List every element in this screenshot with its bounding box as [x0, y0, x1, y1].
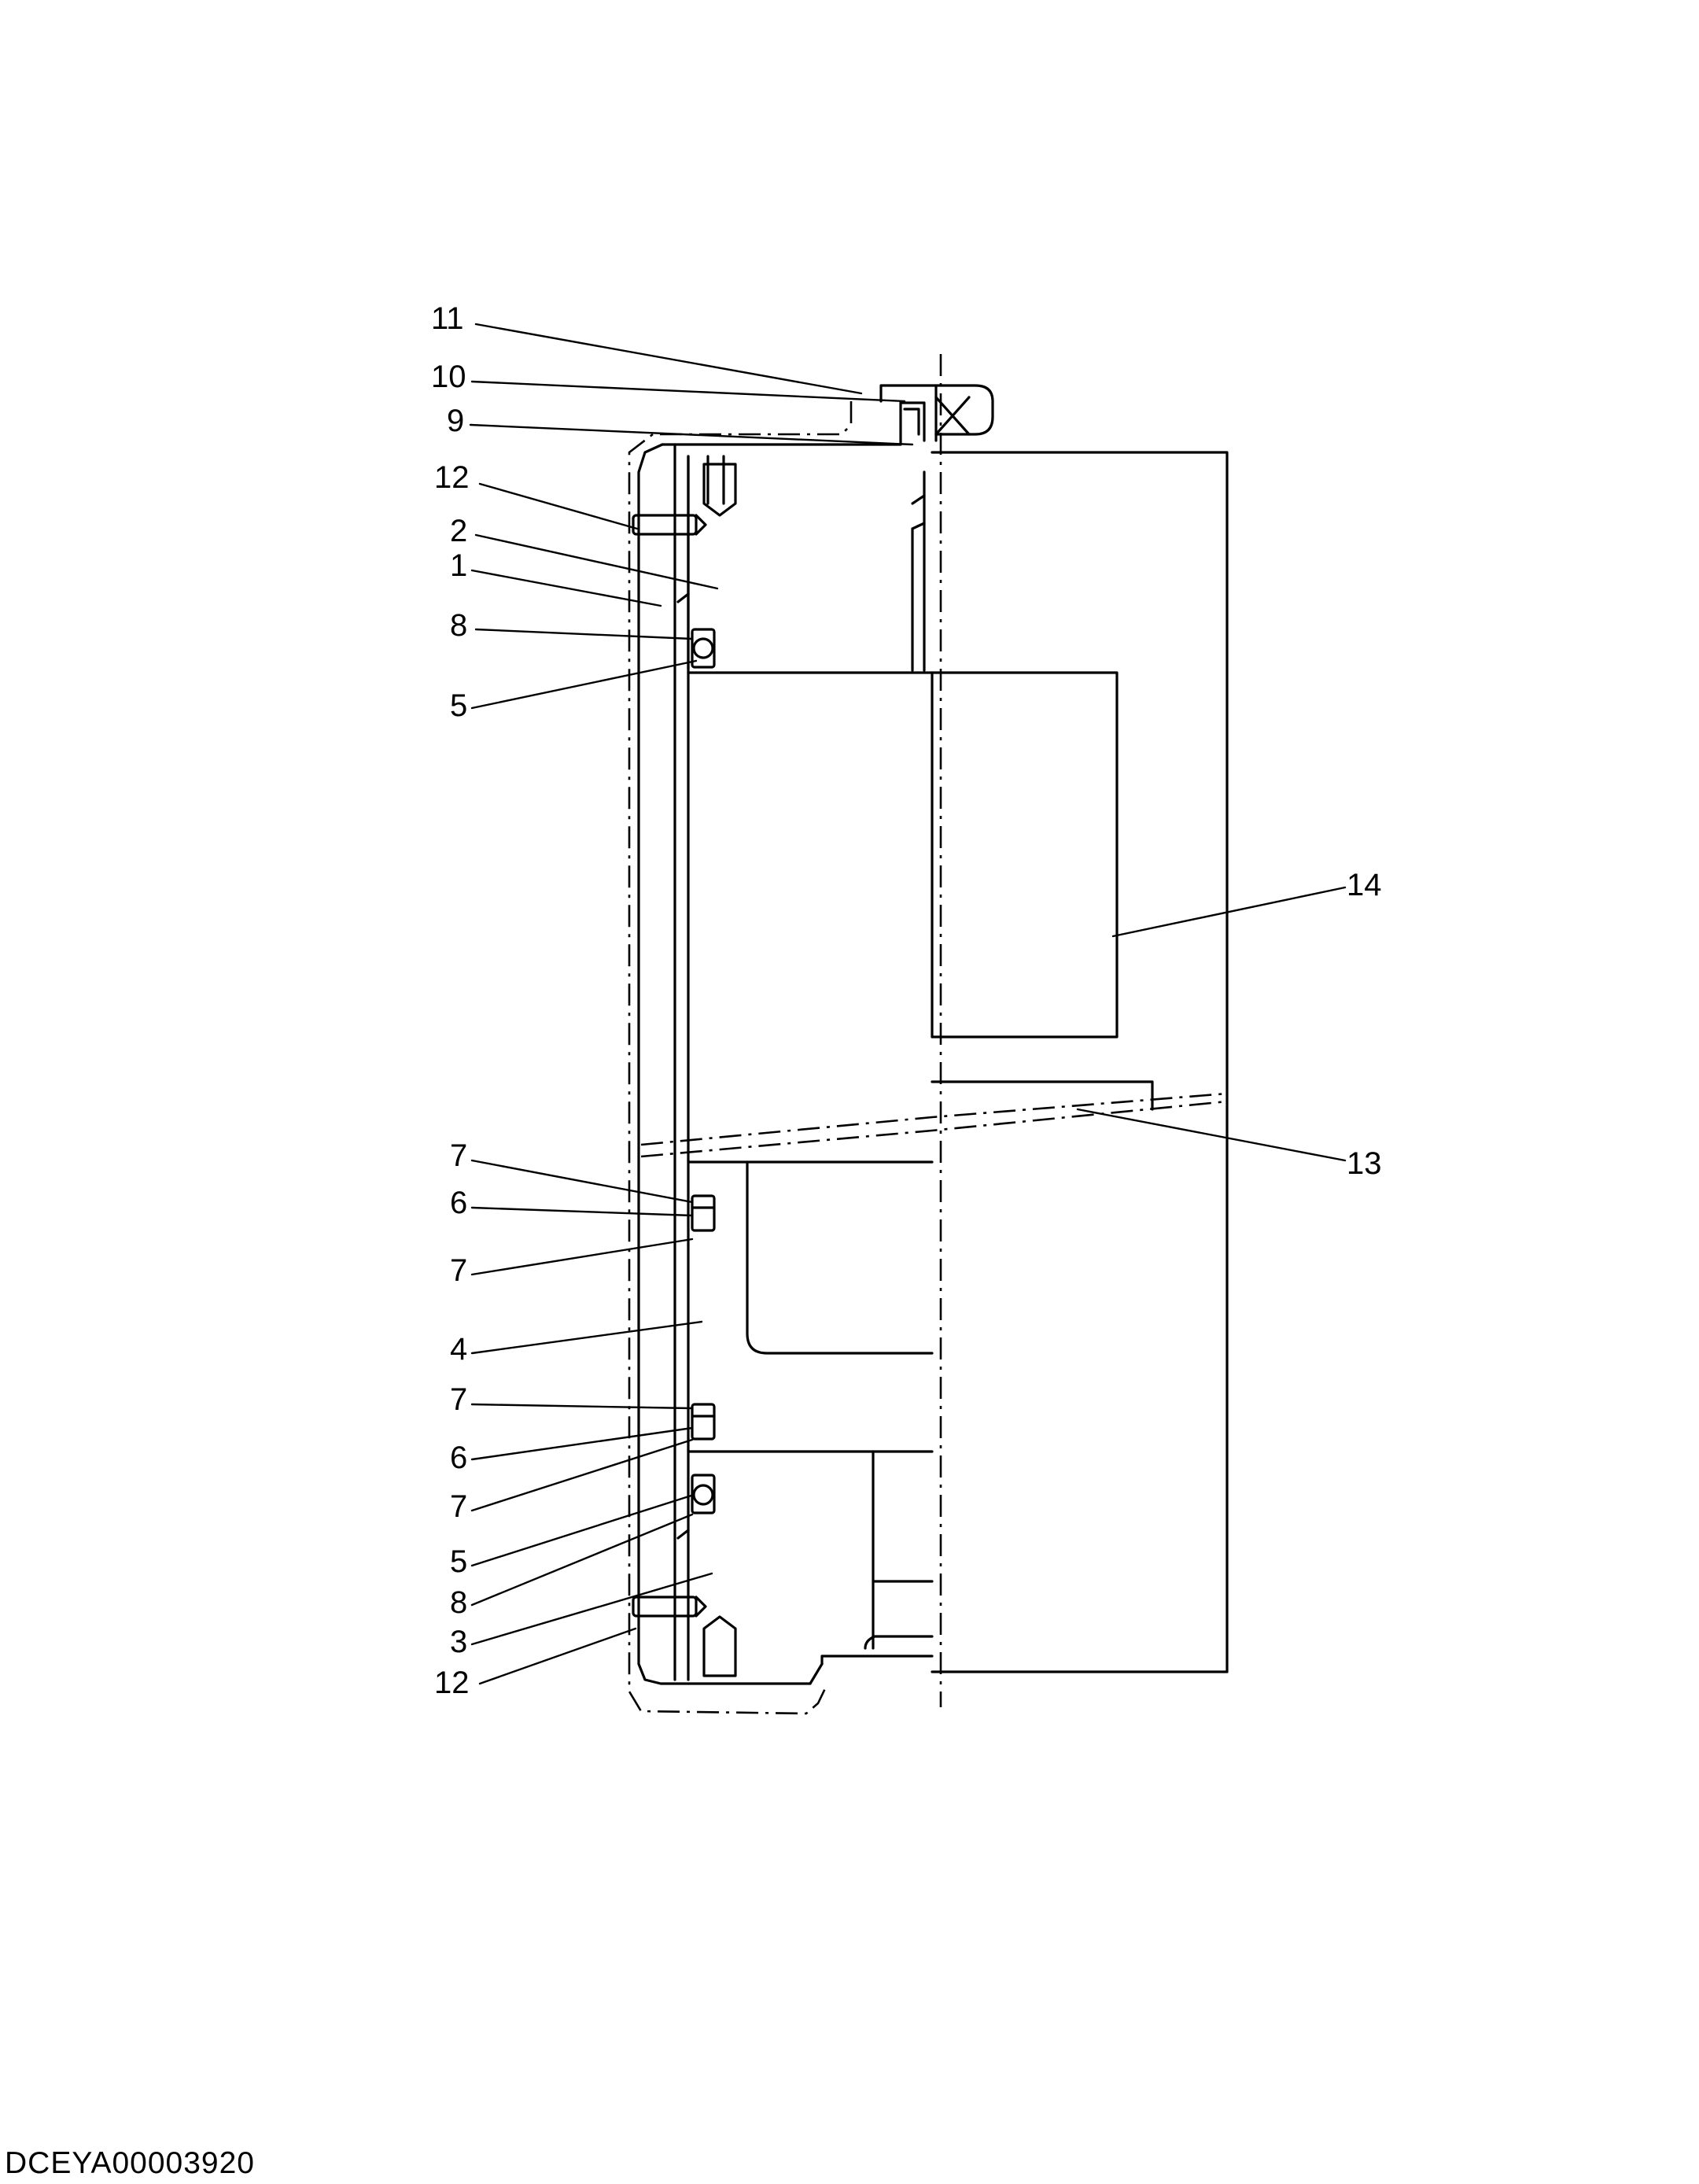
- callout-5-upper: 5: [450, 688, 467, 723]
- callout-8-lower: 8: [450, 1585, 467, 1620]
- callout-7-a: 7: [450, 1138, 467, 1173]
- callout-labels: 11 10 9 12 2 1 8 5 14 13 7 6 7 4 7 6 7 5…: [431, 301, 1382, 1700]
- callout-1: 1: [450, 548, 467, 583]
- callout-8-upper: 8: [450, 608, 467, 643]
- drawing-code: DCEYA00003920: [5, 2146, 255, 2180]
- callout-4: 4: [450, 1332, 467, 1367]
- callout-9: 9: [447, 404, 464, 438]
- leader-lines: [469, 323, 1347, 1685]
- callout-12-upper: 12: [434, 460, 470, 495]
- callout-7-b: 7: [450, 1253, 467, 1288]
- callout-6-b: 6: [450, 1441, 467, 1475]
- phantom-outline: [628, 401, 853, 1715]
- callout-12-lower: 12: [434, 1666, 470, 1700]
- callout-13: 13: [1347, 1146, 1382, 1181]
- callout-7-d: 7: [450, 1489, 467, 1524]
- callout-2: 2: [450, 514, 467, 548]
- callout-5-lower: 5: [450, 1544, 467, 1579]
- callout-10: 10: [431, 360, 466, 394]
- callout-7-c: 7: [450, 1382, 467, 1417]
- callout-11: 11: [431, 301, 464, 336]
- callout-6-a: 6: [450, 1186, 467, 1220]
- housing-outline: [632, 384, 1229, 1685]
- callout-14: 14: [1347, 868, 1382, 902]
- callout-3: 3: [450, 1625, 467, 1659]
